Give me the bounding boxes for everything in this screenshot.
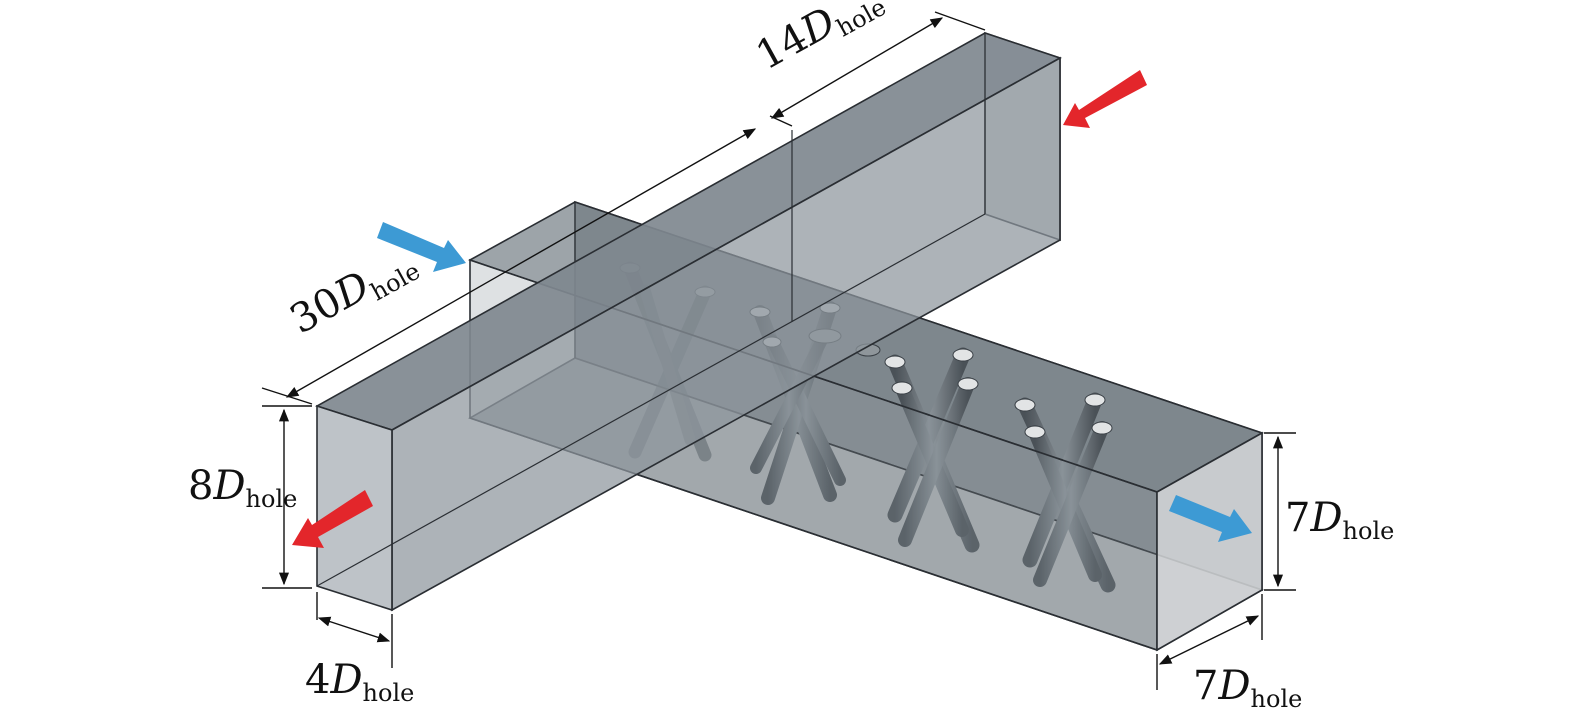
tube-cluster-4 — [1014, 392, 1116, 593]
label-7d-width-number: 7 — [1193, 663, 1219, 709]
label-7d-width-variable: D — [1218, 663, 1251, 709]
label-4d: 4Dhole — [305, 660, 414, 705]
label-7d-height: 7Dhole — [1285, 498, 1394, 543]
label-7d-height-number: 7 — [1285, 495, 1311, 541]
hot-inlet-arrow — [1063, 70, 1147, 128]
label-4d-subscript: hole — [362, 679, 415, 707]
label-4d-variable: D — [330, 657, 363, 703]
label-8d-number: 8 — [188, 463, 214, 509]
dim-4-line — [317, 616, 391, 643]
dimension-lines — [261, 11, 1296, 690]
cold-outlet-arrow — [1169, 495, 1252, 542]
hot-outlet-arrow — [292, 490, 373, 548]
dim-7-width-line — [1158, 615, 1260, 665]
label-7d-width-subscript: hole — [1250, 685, 1303, 713]
label-8d: 8Dhole — [188, 466, 297, 511]
label-7d-height-subscript: hole — [1342, 517, 1395, 545]
label-8d-subscript: hole — [245, 485, 298, 513]
label-7d-height-variable: D — [1310, 495, 1343, 541]
dim-30-line — [285, 128, 757, 398]
cold-duct-outlet-face — [1156, 431, 1263, 652]
dim-14-line — [770, 17, 944, 119]
tube-cluster-3 — [855, 343, 980, 553]
label-7d-width: 7Dhole — [1193, 666, 1302, 711]
label-4d-number: 4 — [305, 657, 331, 703]
label-8d-variable: D — [213, 463, 246, 509]
